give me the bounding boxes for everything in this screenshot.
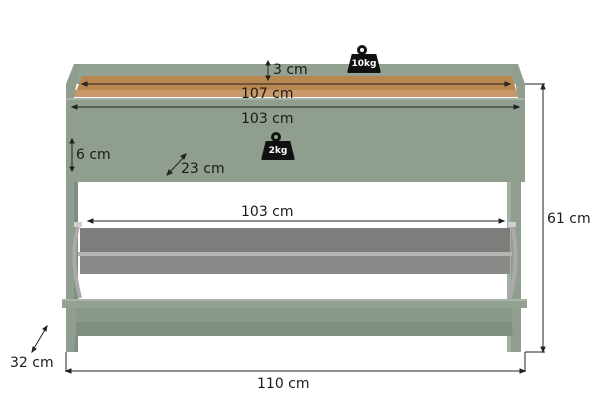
weight-badge-top-tray: 10kg [347,45,381,73]
flap-inner-back [80,228,510,253]
weight-icon: 2kg [261,141,295,160]
dim-top-inner-width: 107 cm [241,86,294,102]
weight-icon-ring [357,45,367,55]
flap-shelf [78,252,512,256]
dim-top-front-width: 103 cm [241,111,294,127]
dim-total-height: 61 cm [547,211,591,227]
dim-total-depth: 32 cm [10,355,54,371]
weight-badge-top-compartment: 2kg [261,132,295,160]
weight-icon-ring [271,132,281,142]
left-hinge [72,224,82,299]
dim-tray-rim-height: 3 cm [273,62,308,78]
top-box-front [66,98,525,182]
dim-top-depth: 23 cm [181,161,225,177]
dim-shoe-compartment-width: 103 cm [241,204,294,220]
dim-top-section-height: 6 cm [76,147,111,163]
right-hinge [508,224,518,299]
dim-total-width: 110 cm [257,376,310,392]
weight-icon: 10kg [347,54,381,73]
flap-front [62,299,527,308]
